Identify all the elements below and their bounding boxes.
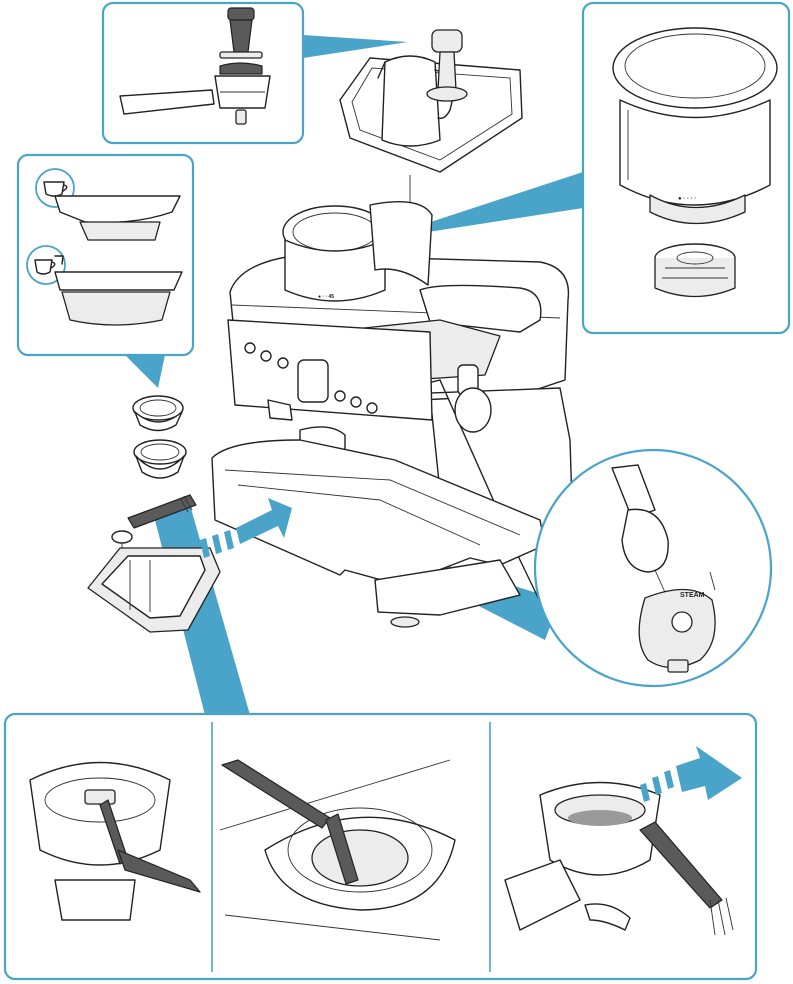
small-tamper bbox=[426, 29, 468, 102]
step-clean-portafilter bbox=[504, 746, 742, 936]
single-basket bbox=[35, 168, 181, 241]
cleaning-brush bbox=[127, 494, 197, 529]
button-grind bbox=[334, 390, 346, 402]
step-clean-group-head bbox=[29, 761, 201, 921]
display-screen bbox=[297, 359, 329, 403]
accessories bbox=[87, 395, 292, 633]
tamper bbox=[219, 7, 263, 59]
steam-label: STEAM bbox=[680, 592, 705, 599]
machine-hopper: ● · · 45 bbox=[282, 205, 388, 302]
svg-text:● · · · ·: ● · · · · bbox=[678, 196, 696, 202]
callout-pointer-tamper bbox=[303, 35, 408, 58]
loose-basket-top bbox=[132, 395, 184, 432]
steam-knob bbox=[454, 364, 492, 433]
burr bbox=[654, 243, 736, 298]
svg-text:● · · 45: ● · · 45 bbox=[318, 294, 334, 300]
tamper-panel-frame bbox=[101, 1, 305, 145]
cleaning-steps-panel bbox=[3, 712, 758, 981]
control-buttons bbox=[244, 342, 378, 414]
portafilter-small bbox=[119, 62, 271, 125]
loose-basket-bottom bbox=[133, 439, 187, 479]
insert-arrow bbox=[200, 498, 292, 558]
espresso-machine: ● · · 45 bbox=[211, 200, 576, 628]
baskets-panel bbox=[16, 153, 195, 357]
accessory-tray bbox=[87, 547, 221, 633]
button-power bbox=[244, 342, 256, 354]
grinder-panel: ● · · · · bbox=[581, 1, 791, 335]
bean-hopper: ● · · · · bbox=[612, 27, 778, 225]
button-steam bbox=[366, 402, 378, 414]
tamper-panel bbox=[101, 1, 305, 145]
callout-pointer-baskets bbox=[125, 355, 165, 388]
step-clean-drain bbox=[219, 759, 456, 941]
double-basket bbox=[26, 245, 183, 326]
button-hot-water bbox=[350, 396, 362, 408]
steam-callout: STEAM bbox=[533, 448, 773, 688]
rotate-arrow bbox=[640, 746, 742, 802]
button-cup-double bbox=[277, 357, 289, 369]
button-cup-single bbox=[260, 350, 272, 362]
